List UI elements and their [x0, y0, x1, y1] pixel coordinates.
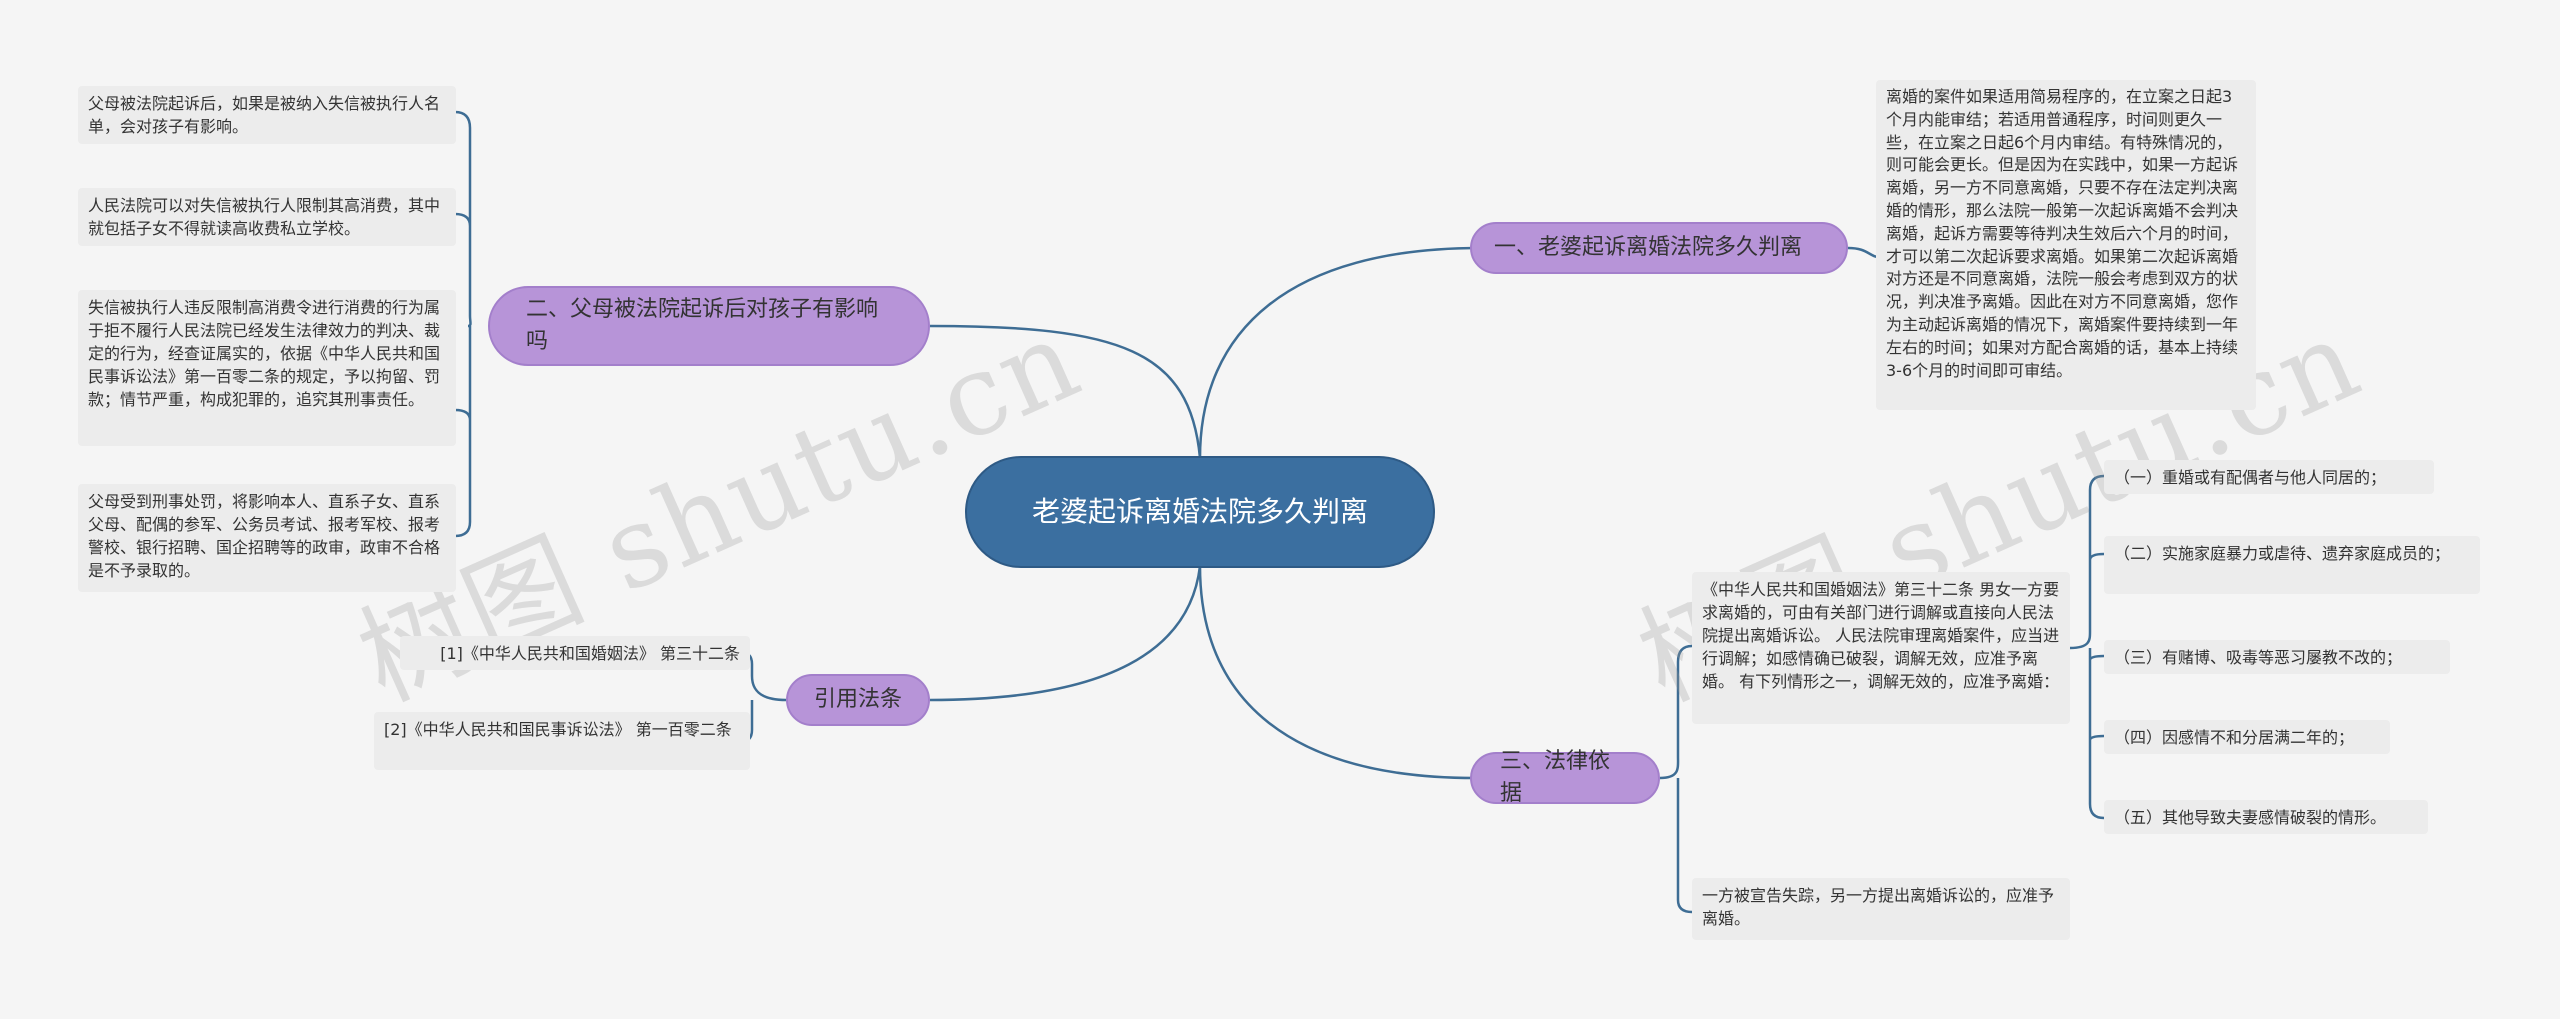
- branch-topic-2[interactable]: 二、父母被法院起诉后对孩子有影响吗: [488, 286, 930, 366]
- connector-root-b1: [1198, 246, 1481, 459]
- branch-topic-1[interactable]: 一、老婆起诉离婚法院多久判离: [1470, 222, 1848, 274]
- leaf-b2-2: 人民法院可以对失信被执行人限制其高消费，其中就包括子女不得就读高收费私立学校。: [78, 188, 456, 246]
- leaf-b2-1: 父母被法院起诉后，如果是被纳入失信被执行人名单，会对孩子有影响。: [78, 86, 456, 144]
- leaf-b2-4: 父母受到刑事处罚，将影响本人、直系子女、直系父母、配偶的参军、公务员考试、报考军…: [78, 484, 456, 592]
- branch-topic-1-label: 一、老婆起诉离婚法院多久判离: [1494, 235, 1803, 260]
- root-topic-label: 老婆起诉离婚法院多久判离: [1031, 495, 1368, 528]
- leaf-b3-main: 《中华人民共和国婚姻法》第三十二条 男女一方要求离婚的，可由有关部门进行调解或直…: [1692, 572, 2070, 724]
- connector-root-b2: [929, 324, 1202, 459]
- branch-topic-3[interactable]: 三、法律依据: [1470, 749, 1660, 806]
- branch-topic-3-label: 三、法律依据: [1500, 749, 1611, 806]
- leaf-b3-second: 一方被宣告失踪，另一方提出离婚诉讼的，应准予离婚。: [1692, 878, 2070, 940]
- leaf-b4-1: [1]《中华人民共和国婚姻法》 第三十二条: [400, 636, 750, 670]
- leaf-b3-sub-1: （一）重婚或有配偶者与他人同居的；: [2104, 460, 2434, 494]
- connector-root-b4: [929, 565, 1202, 702]
- leaf-b3-sub-3: （三）有赌博、吸毒等恶习屡教不改的；: [2104, 640, 2450, 674]
- branch-topic-4[interactable]: 引用法条: [786, 674, 930, 726]
- leaf-b4-2: [2]《中华人民共和国民事诉讼法》 第一百零二条: [374, 712, 750, 770]
- leaf-b1-detail: 离婚的案件如果适用简易程序的，在立案之日起3个月内能审结；若适用普通程序，时间则…: [1876, 80, 2256, 410]
- root-topic[interactable]: 老婆起诉离婚法院多久判离: [965, 456, 1435, 568]
- bracket-b3-main: [2069, 474, 2105, 820]
- leaf-b3-sub-5: （五）其他导致夫妻感情破裂的情形。: [2104, 800, 2428, 834]
- bracket-b2: [454, 110, 472, 538]
- leaf-b2-3: 失信被执行人违反限制高消费令进行消费的行为属于拒不履行人民法院已经发生法律效力的…: [78, 290, 456, 446]
- bracket-b3: [1659, 644, 1693, 914]
- leaf-b3-sub-4: （四）因感情不和分居满二年的；: [2104, 720, 2390, 754]
- leaf-b3-sub-2: （二）实施家庭暴力或虐待、遗弃家庭成员的；: [2104, 536, 2480, 594]
- connector-root-b3: [1198, 565, 1476, 780]
- branch-topic-2-label: 二、父母被法院起诉后对孩子有影响吗: [526, 297, 879, 354]
- branch-topic-4-label: 引用法条: [813, 687, 902, 712]
